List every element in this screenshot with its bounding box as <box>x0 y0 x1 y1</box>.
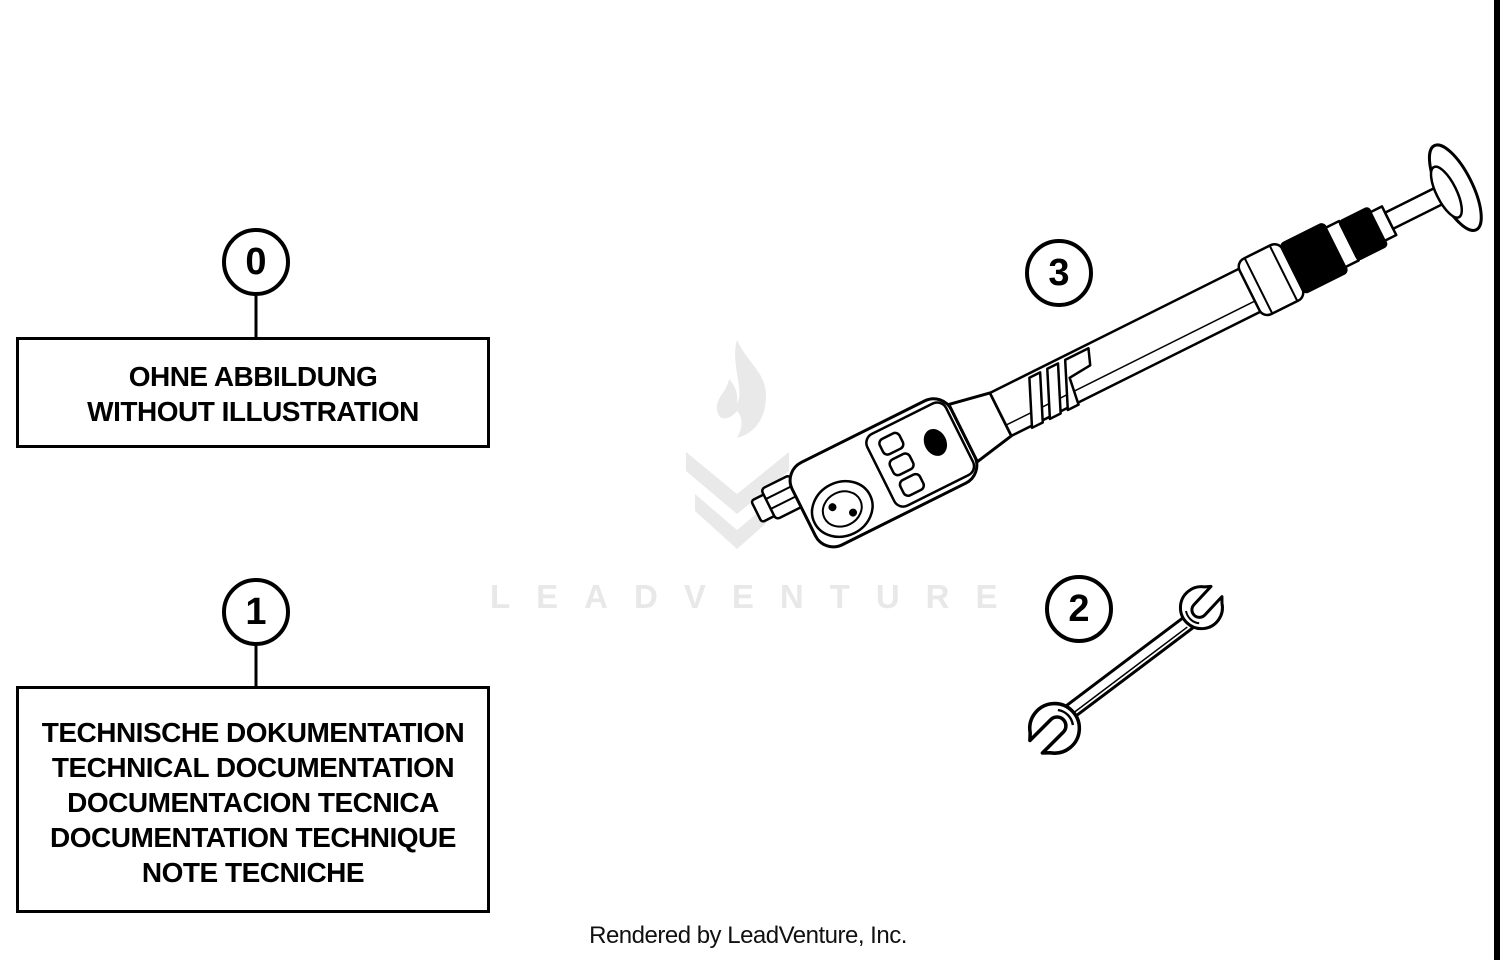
open-end-wrench-drawing[interactable] <box>1012 573 1244 769</box>
label-line: WITHOUT ILLUSTRATION <box>87 396 419 427</box>
callout-2-number: 2 <box>1068 588 1090 630</box>
watermark-text: LEADVENTURE <box>490 578 1024 615</box>
label-box-no-illustration: OHNE ABBILDUNG WITHOUT ILLUSTRATION <box>16 337 490 448</box>
callout-1-number: 1 <box>245 591 267 633</box>
pump-tool-drawing[interactable] <box>745 138 1491 573</box>
label-line: TECHNISCHE DOKUMENTATION <box>41 717 465 748</box>
callout-0[interactable]: 0 <box>222 228 290 296</box>
callout-1[interactable]: 1 <box>222 578 290 646</box>
label-line: TECHNICAL DOCUMENTATION <box>51 752 455 783</box>
footer-rendered-by: Rendered by LeadVenture, Inc. <box>589 922 907 949</box>
callout-3-number: 3 <box>1048 252 1070 294</box>
label-box-technical-documentation: TECHNISCHE DOKUMENTATION TECHNICAL DOCUM… <box>16 686 490 913</box>
callout-2[interactable]: 2 <box>1045 575 1113 643</box>
callout-3[interactable]: 3 <box>1025 239 1093 307</box>
callout-0-number: 0 <box>245 241 267 283</box>
page-right-border <box>1494 0 1500 960</box>
label-line: DOCUMENTACION TECNICA <box>67 787 439 818</box>
label-line: NOTE TECNICHE <box>141 857 365 888</box>
label-line: DOCUMENTATION TECHNIQUE <box>50 822 456 853</box>
label-line: OHNE ABBILDUNG <box>128 361 378 392</box>
